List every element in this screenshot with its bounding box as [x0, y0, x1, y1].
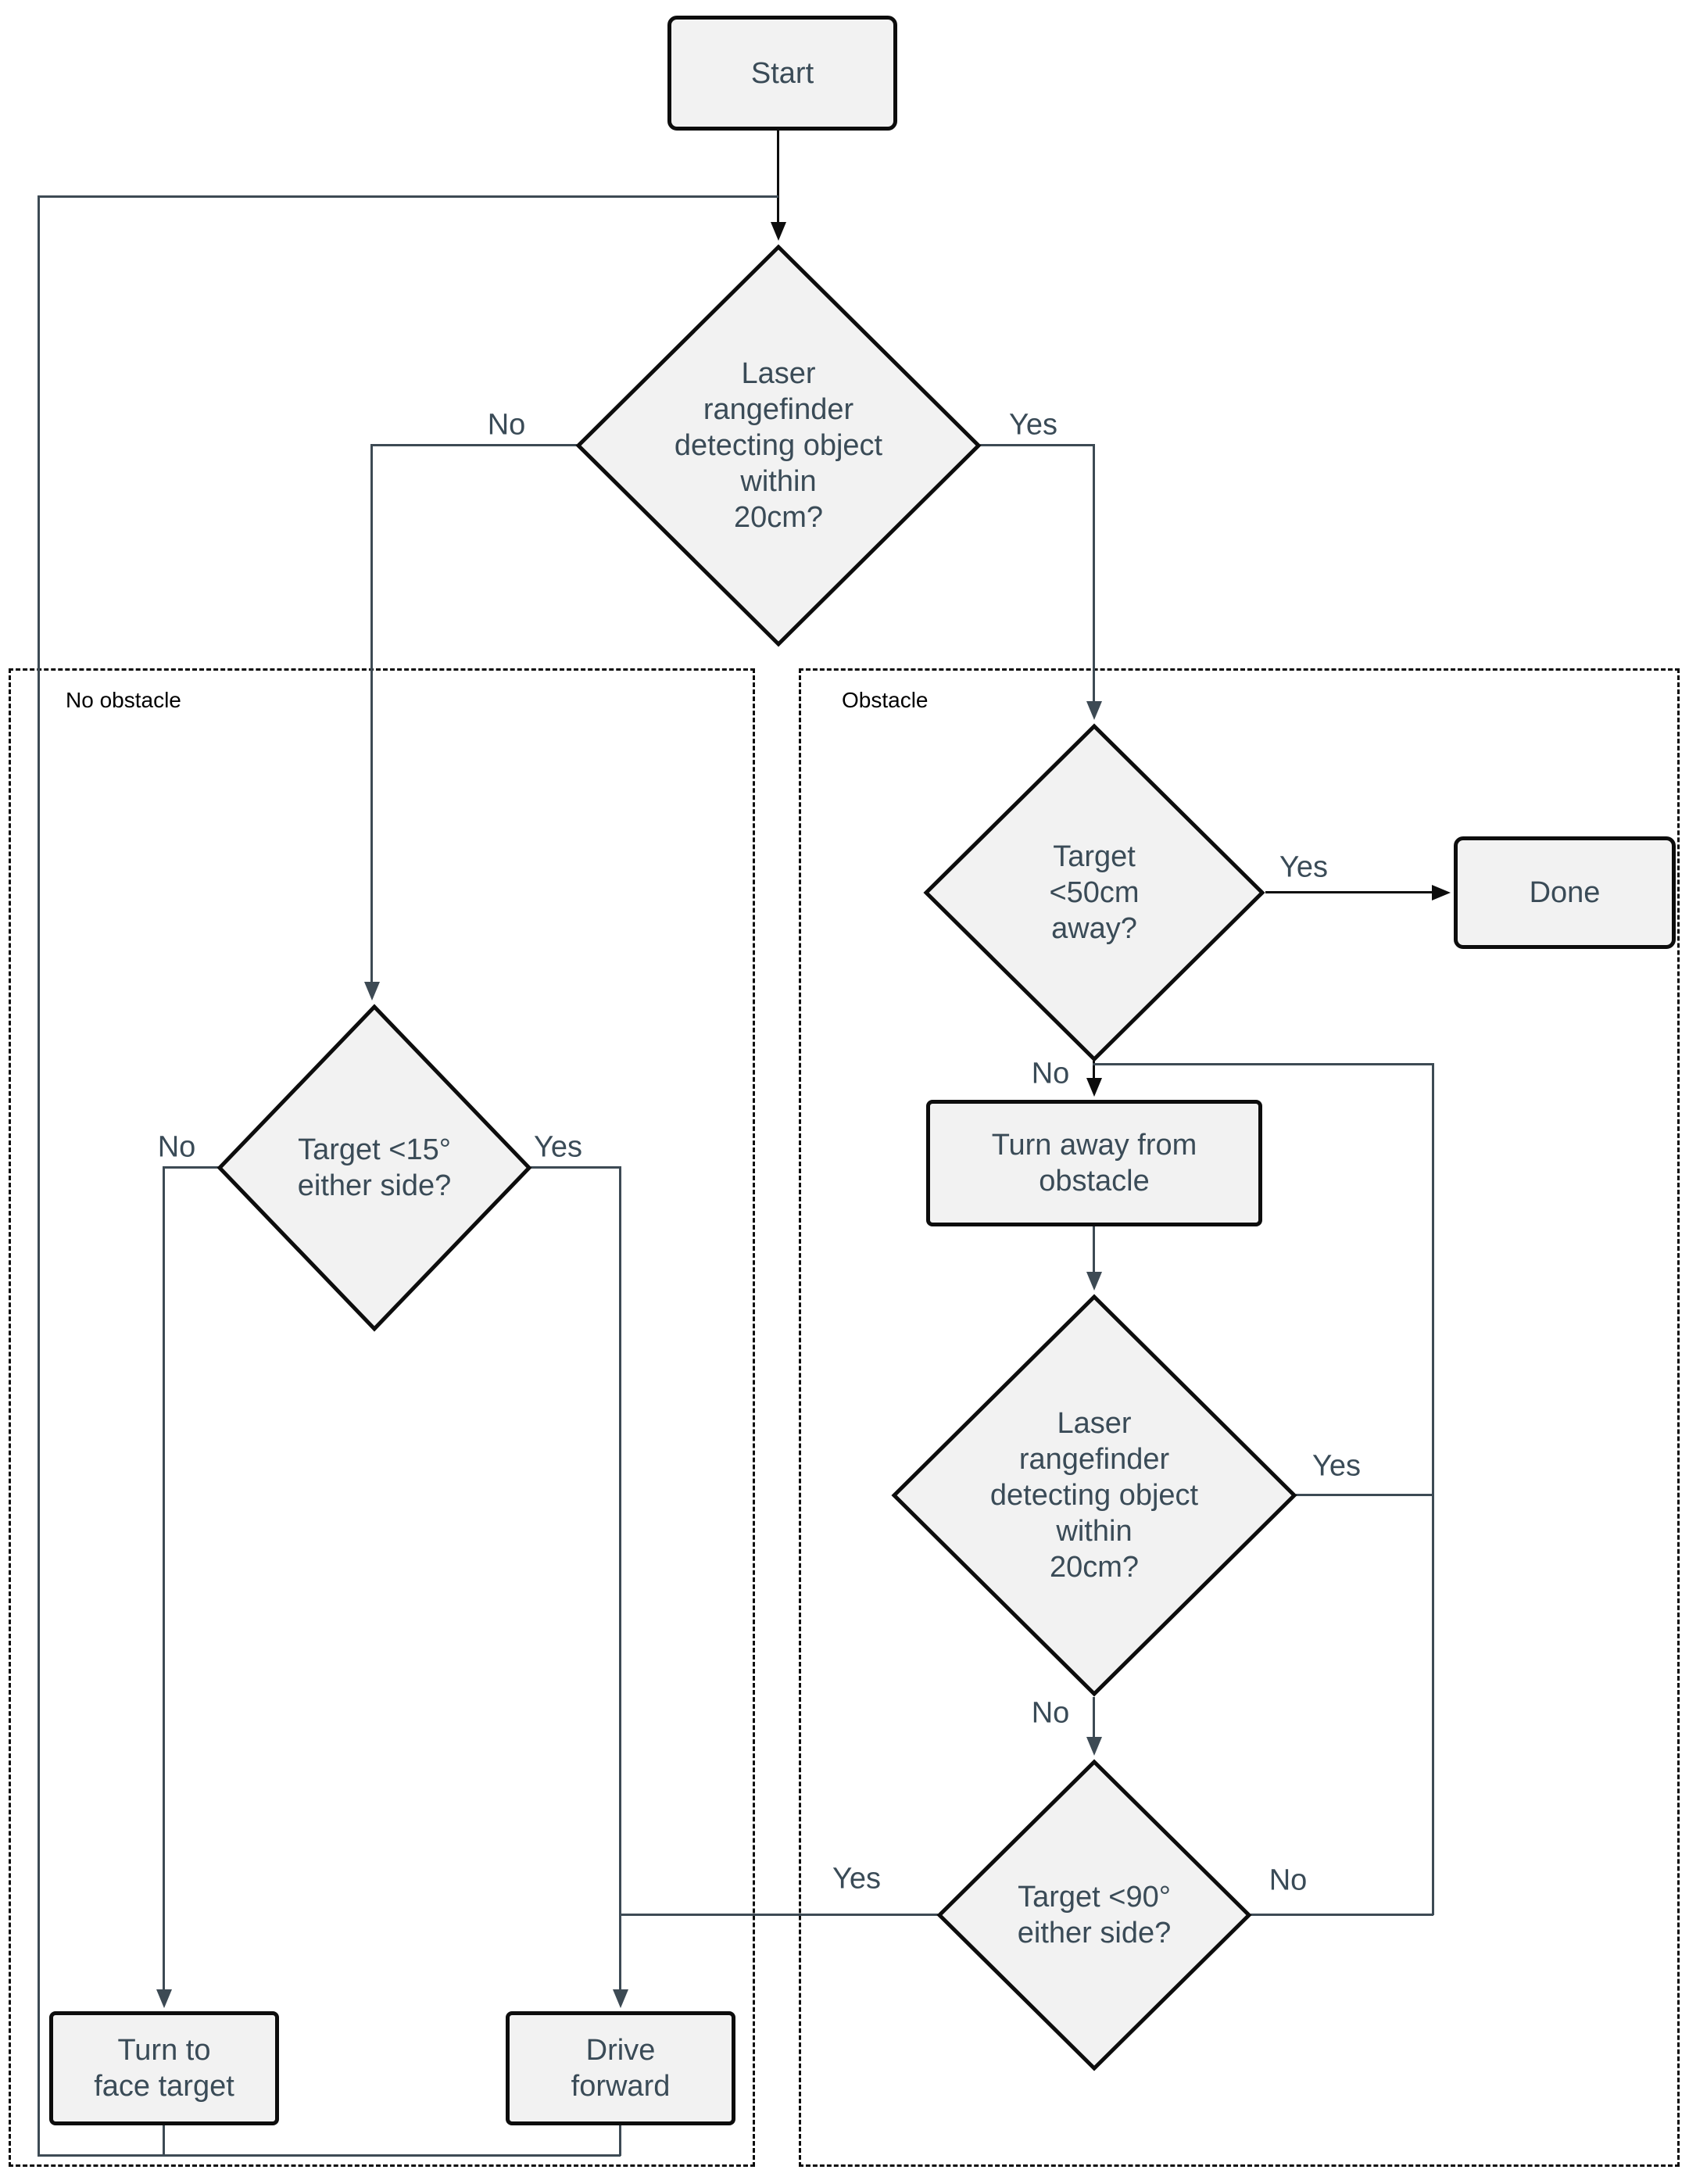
edge-label-d1-no: No [487, 408, 526, 442]
decision-laser-rangefinder-1-text: Laser rangefinder detecting object withi… [674, 357, 883, 534]
turn-to-face-target-node: Turn to face target [49, 2011, 279, 2125]
edge-d4-yes-horizontal [1296, 1494, 1433, 1496]
region-no-obstacle: No obstacle [9, 668, 755, 2167]
edge-d4-no-vertical [1093, 1697, 1095, 1742]
decision-diamond-shape [936, 1759, 1252, 2071]
region-obstacle-label: Obstacle [842, 688, 929, 712]
arrowhead-into-done [1432, 885, 1451, 900]
decision-diamond-shape [216, 1004, 532, 1332]
decision-laser-rangefinder-2: Laser rangefinder detecting object withi… [891, 1294, 1297, 1697]
decision-target-90deg-text: Target <90° either side? [1017, 1881, 1172, 1949]
edge-d5-yes-horizontal [619, 1914, 938, 1916]
edge-turn-to-out [163, 2125, 165, 2156]
arrowhead-into-d3 [1086, 701, 1102, 720]
edge-d1-no-horizontal [372, 444, 577, 446]
decision-laser-rangefinder-2-text: Laser rangefinder detecting object withi… [989, 1407, 1199, 1584]
feedback-junction-horizontal [1093, 1063, 1434, 1065]
edge-d2-yes-horizontal [531, 1166, 621, 1169]
edge-d3-no-to-turn-away [1093, 1061, 1095, 1083]
edge-d1-yes-vertical [1093, 444, 1095, 706]
arrowhead-into-turn-away [1086, 1078, 1102, 1097]
loop-bottom-horizontal [38, 2154, 621, 2157]
loop-top-horizontal [38, 195, 778, 198]
edge-label-d4-yes: Yes [1312, 1449, 1361, 1483]
decision-target-90deg: Target <90° either side? [936, 1759, 1252, 2071]
region-no-obstacle-label: No obstacle [66, 688, 181, 712]
decision-diamond-shape [575, 244, 982, 647]
edge-label-d2-no: No [157, 1130, 196, 1164]
edge-drive-out [619, 2125, 621, 2156]
arrowhead-into-d1 [771, 222, 786, 241]
edge-label-d5-yes: Yes [832, 1862, 881, 1896]
edge-d3-yes-to-done [1265, 891, 1437, 893]
decision-target-15deg-text: Target <15° either side? [297, 1133, 452, 1202]
decision-diamond-shape [891, 1294, 1297, 1697]
start-node: Start [667, 16, 897, 131]
edge-d5-no-horizontal [1251, 1914, 1433, 1916]
decision-laser-rangefinder-1: Laser rangefinder detecting object withi… [575, 244, 982, 647]
decision-target-15deg: Target <15° either side? [216, 1004, 532, 1332]
decision-target-50cm-text: Target <50cm away? [1049, 840, 1140, 945]
edge-label-d2-yes: Yes [534, 1130, 582, 1164]
edge-d2-no-horizontal [163, 1166, 219, 1169]
edge-d2-no-vertical [163, 1166, 165, 1995]
edge-label-d5-no: No [1269, 1864, 1308, 1897]
edge-label-d3-no: No [1031, 1057, 1070, 1090]
edge-label-d3-yes: Yes [1279, 850, 1328, 884]
arrowhead-into-drive [613, 1989, 628, 2008]
edge-label-d1-yes: Yes [1009, 408, 1057, 442]
arrowhead-into-turn-to [156, 1989, 172, 2008]
region-obstacle: Obstacle [799, 668, 1680, 2167]
done-node: Done [1454, 836, 1676, 949]
edge-d2-yes-vertical [619, 1166, 621, 1995]
edge-label-d4-no: No [1031, 1696, 1070, 1730]
loop-left-vertical [38, 195, 40, 2156]
turn-away-from-obstacle-node: Turn away from obstacle [926, 1100, 1262, 1226]
decision-target-50cm: Target <50cm away? [923, 723, 1265, 1062]
feedback-bus-vertical [1432, 1063, 1434, 1915]
decision-diamond-shape [923, 723, 1265, 1062]
arrowhead-into-d2 [364, 982, 380, 1001]
drive-forward-node: Drive forward [506, 2011, 735, 2125]
arrowhead-into-d5 [1086, 1737, 1102, 1756]
edge-start-to-d1 [777, 131, 779, 227]
arrowhead-into-d4 [1086, 1272, 1102, 1291]
edge-d1-no-vertical [370, 444, 373, 986]
edge-d1-yes-horizontal [980, 444, 1094, 446]
edge-turn-away-to-d4 [1093, 1226, 1095, 1276]
